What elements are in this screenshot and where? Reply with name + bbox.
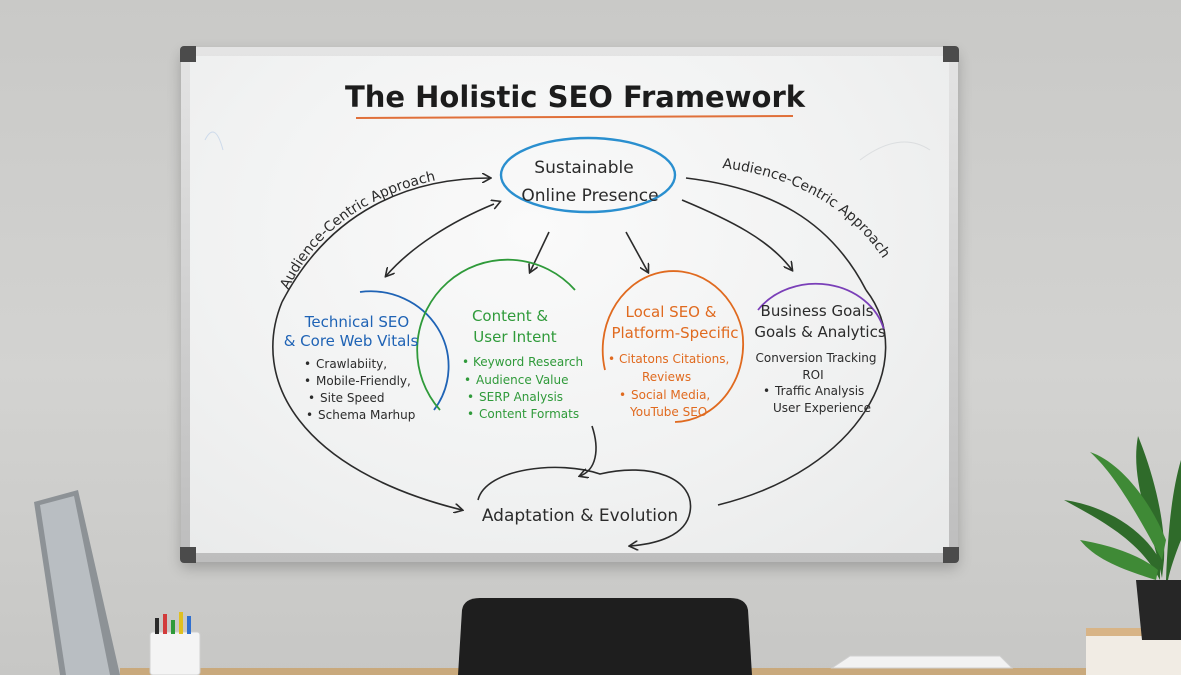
board-smudge [204, 131, 224, 151]
title-underline [355, 115, 794, 119]
local-item: Reviews [642, 370, 691, 384]
local-bullet: • [619, 388, 626, 402]
left-loop-arrow [272, 301, 462, 510]
side-table-top [1086, 628, 1181, 636]
left-arc-label: Audience-Centric Approach [277, 169, 437, 292]
content-item: SERP Analysis [479, 390, 563, 404]
board-smudge [859, 141, 931, 161]
top-right-curve [685, 177, 867, 291]
technical-bullet: • [306, 408, 313, 422]
arrow-to-business [681, 199, 792, 270]
content-bullet: • [467, 407, 474, 421]
plant-leaves [1064, 436, 1181, 580]
leaf [1166, 460, 1181, 580]
technical-title-2: & Core Web Vitals [284, 332, 419, 350]
business-item: User Experience [773, 401, 871, 415]
technical-bullet: • [304, 357, 311, 371]
business-pillar-ring [757, 282, 885, 331]
content-bullet: • [464, 373, 471, 387]
board-title: The Holistic SEO Framework [345, 80, 806, 114]
pen-cup [149, 631, 201, 675]
right-arc-label: Audience-Centric Approach [722, 156, 893, 261]
frame-corner-bottom-right [943, 547, 959, 563]
pen [171, 620, 175, 634]
bottom-loop-arrow [477, 466, 692, 546]
technical-pillar-ring [359, 290, 450, 411]
content-bullet: • [462, 355, 469, 369]
content-pillar-ring [416, 258, 576, 411]
content-item: Content Formats [479, 407, 579, 421]
left-arc-label-path: Audience-Centric Approach [277, 169, 437, 292]
content-item: Audience Value [476, 373, 569, 387]
frame-corner-top-left [180, 46, 196, 62]
technical-bullet: • [304, 374, 311, 388]
local-item: Citatons Citations, [619, 352, 729, 366]
right-arc-label-path: Audience-Centric Approach [722, 156, 893, 261]
pen [155, 618, 159, 634]
frame-corner-bottom-left [180, 547, 196, 563]
content-bullet: • [467, 390, 474, 404]
notebook [830, 655, 1014, 669]
office-chair [458, 598, 752, 675]
local-title-1: Local SEO & [626, 303, 717, 321]
local-bullet: • [608, 352, 615, 366]
technical-item: Crawlabiity, [316, 357, 387, 371]
pen [163, 614, 167, 634]
center-line-1: Sustainable [534, 158, 633, 178]
top-left-arrow [281, 178, 490, 303]
pen [179, 612, 183, 634]
business-item: Conversion Tracking [755, 351, 876, 365]
center-oval [499, 136, 677, 214]
content-title-1: Content & [472, 307, 548, 325]
technical-item: Site Speed [320, 391, 384, 405]
pen [187, 616, 191, 634]
right-loop-curve [717, 289, 887, 506]
business-title-2: Goals & Analytics [754, 323, 886, 341]
local-pillar-ring [601, 270, 743, 371]
local-item: Social Media, [631, 388, 710, 402]
business-bullet: • [763, 384, 770, 398]
business-item: ROI [802, 368, 823, 382]
business-title-1: Business Goals [761, 302, 874, 320]
leaf [1064, 500, 1160, 580]
plant-pot [1136, 580, 1181, 640]
local-item: YouTube SEO [629, 405, 707, 419]
arrow-to-technical [386, 204, 494, 276]
business-item: Traffic Analysis [774, 384, 864, 398]
technical-title-1: Technical SEO [304, 313, 409, 331]
frame-corner-top-right [943, 46, 959, 62]
technical-bullet: • [308, 391, 315, 405]
leaf [1080, 540, 1158, 580]
content-title-2: User Intent [473, 328, 557, 346]
bottom-label: Adaptation & Evolution [482, 506, 678, 526]
technical-item: Mobile-Friendly, [316, 374, 411, 388]
content-down-arrow [580, 425, 597, 476]
monitor-screen [40, 496, 110, 675]
content-item: Keyword Research [473, 355, 583, 369]
arrow-to-local [625, 231, 648, 272]
center-line-2: Online Presence [521, 186, 658, 206]
leaf [1090, 452, 1166, 560]
arrow-to-content [530, 231, 550, 272]
local-pillar-ring-lower [674, 329, 745, 423]
technical-item: Schema Marhup [318, 408, 415, 422]
local-title-2: Platform-Specific [611, 324, 738, 342]
